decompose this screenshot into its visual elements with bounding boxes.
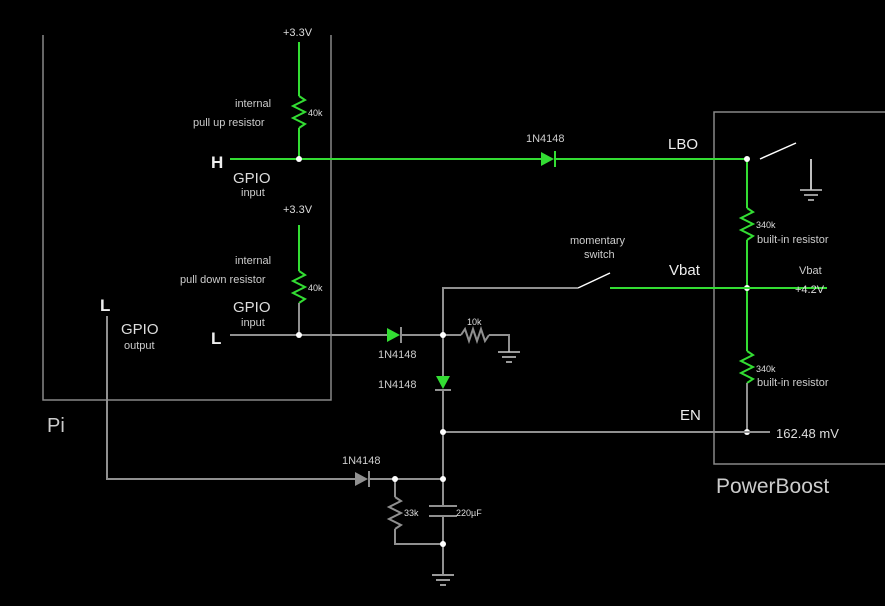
junction-10k [440, 332, 446, 338]
gpio-out-wire [106, 316, 355, 480]
gpio-in-l-title: GPIO [233, 299, 271, 316]
powerboost-label: PowerBoost [716, 475, 829, 498]
pulldown-network [230, 225, 510, 352]
pulldown-supply-label: +3.3V [283, 204, 313, 216]
diode-lbo-label: 1N4148 [526, 133, 565, 145]
diode-gpio-out-label: 1N4148 [342, 455, 381, 467]
gpio-in-h-state: H [211, 153, 223, 172]
pulldown-node [296, 332, 302, 338]
pullup-label-2: pull up resistor [193, 117, 265, 129]
lbo-node [744, 156, 750, 162]
r-33k-label: 33k [404, 508, 419, 518]
pullup-network [230, 42, 747, 160]
vbat-probe-label: Vbat [799, 265, 822, 277]
en-probe-value: 162.48 mV [776, 426, 839, 441]
ground-symbol-lbo [800, 189, 822, 201]
switch-label-1: momentary [570, 235, 626, 247]
en-wire [442, 390, 770, 506]
diode-vertical [435, 376, 451, 391]
vbat-pin-label: Vbat [669, 262, 701, 279]
diode-gpio-in [387, 327, 402, 343]
rc-node-bottom [440, 541, 446, 547]
pulldown-label-1: internal [235, 255, 271, 267]
diode-vertical-label: 1N4148 [378, 379, 417, 391]
gpio-out-sub: output [124, 340, 155, 352]
gpio-in-l-state: L [211, 329, 221, 348]
gpio-in-l-sub: input [241, 317, 265, 329]
powerboost-divider [738, 159, 756, 432]
vbat-probe-value: +4.2V [795, 284, 825, 296]
pi-label: Pi [47, 415, 65, 437]
r-top-label: built-in resistor [757, 234, 829, 246]
r-top-value: 340k [756, 220, 776, 230]
r-bot-label: built-in resistor [757, 377, 829, 389]
lbo-pin-label: LBO [668, 136, 698, 153]
ground-symbol-rc [432, 574, 454, 586]
switch-wire [442, 287, 578, 376]
r-bot-value: 340k [756, 364, 776, 374]
cap-label: 220µF [456, 508, 482, 518]
gpio-in-h-title: GPIO [233, 170, 271, 187]
rc-node-top-left [392, 476, 398, 482]
pulldown-value: 40k [308, 283, 323, 293]
en-junction [440, 429, 446, 435]
gpio-out-title: GPIO [121, 321, 159, 338]
rc-node-top-right [440, 476, 446, 482]
switch-label-2: switch [584, 249, 615, 261]
pi-outline [42, 35, 332, 401]
lbo-switch [759, 142, 812, 190]
pullup-node [296, 156, 302, 162]
gpio-in-h-sub: input [241, 187, 265, 199]
gpio-out-state: L [100, 296, 110, 315]
diode-gpio-out [355, 471, 370, 487]
r-10k-label: 10k [467, 317, 482, 327]
en-pin-label: EN [680, 407, 701, 424]
diode-lbo [541, 151, 556, 167]
pulldown-label-2: pull down resistor [180, 274, 266, 286]
diode-gpio-in-label: 1N4148 [378, 349, 417, 361]
pullup-supply-label: +3.3V [283, 27, 313, 39]
pullup-value: 40k [308, 108, 323, 118]
ground-symbol-10k [498, 351, 520, 363]
momentary-switch [577, 272, 611, 289]
pullup-label-1: internal [235, 98, 271, 110]
